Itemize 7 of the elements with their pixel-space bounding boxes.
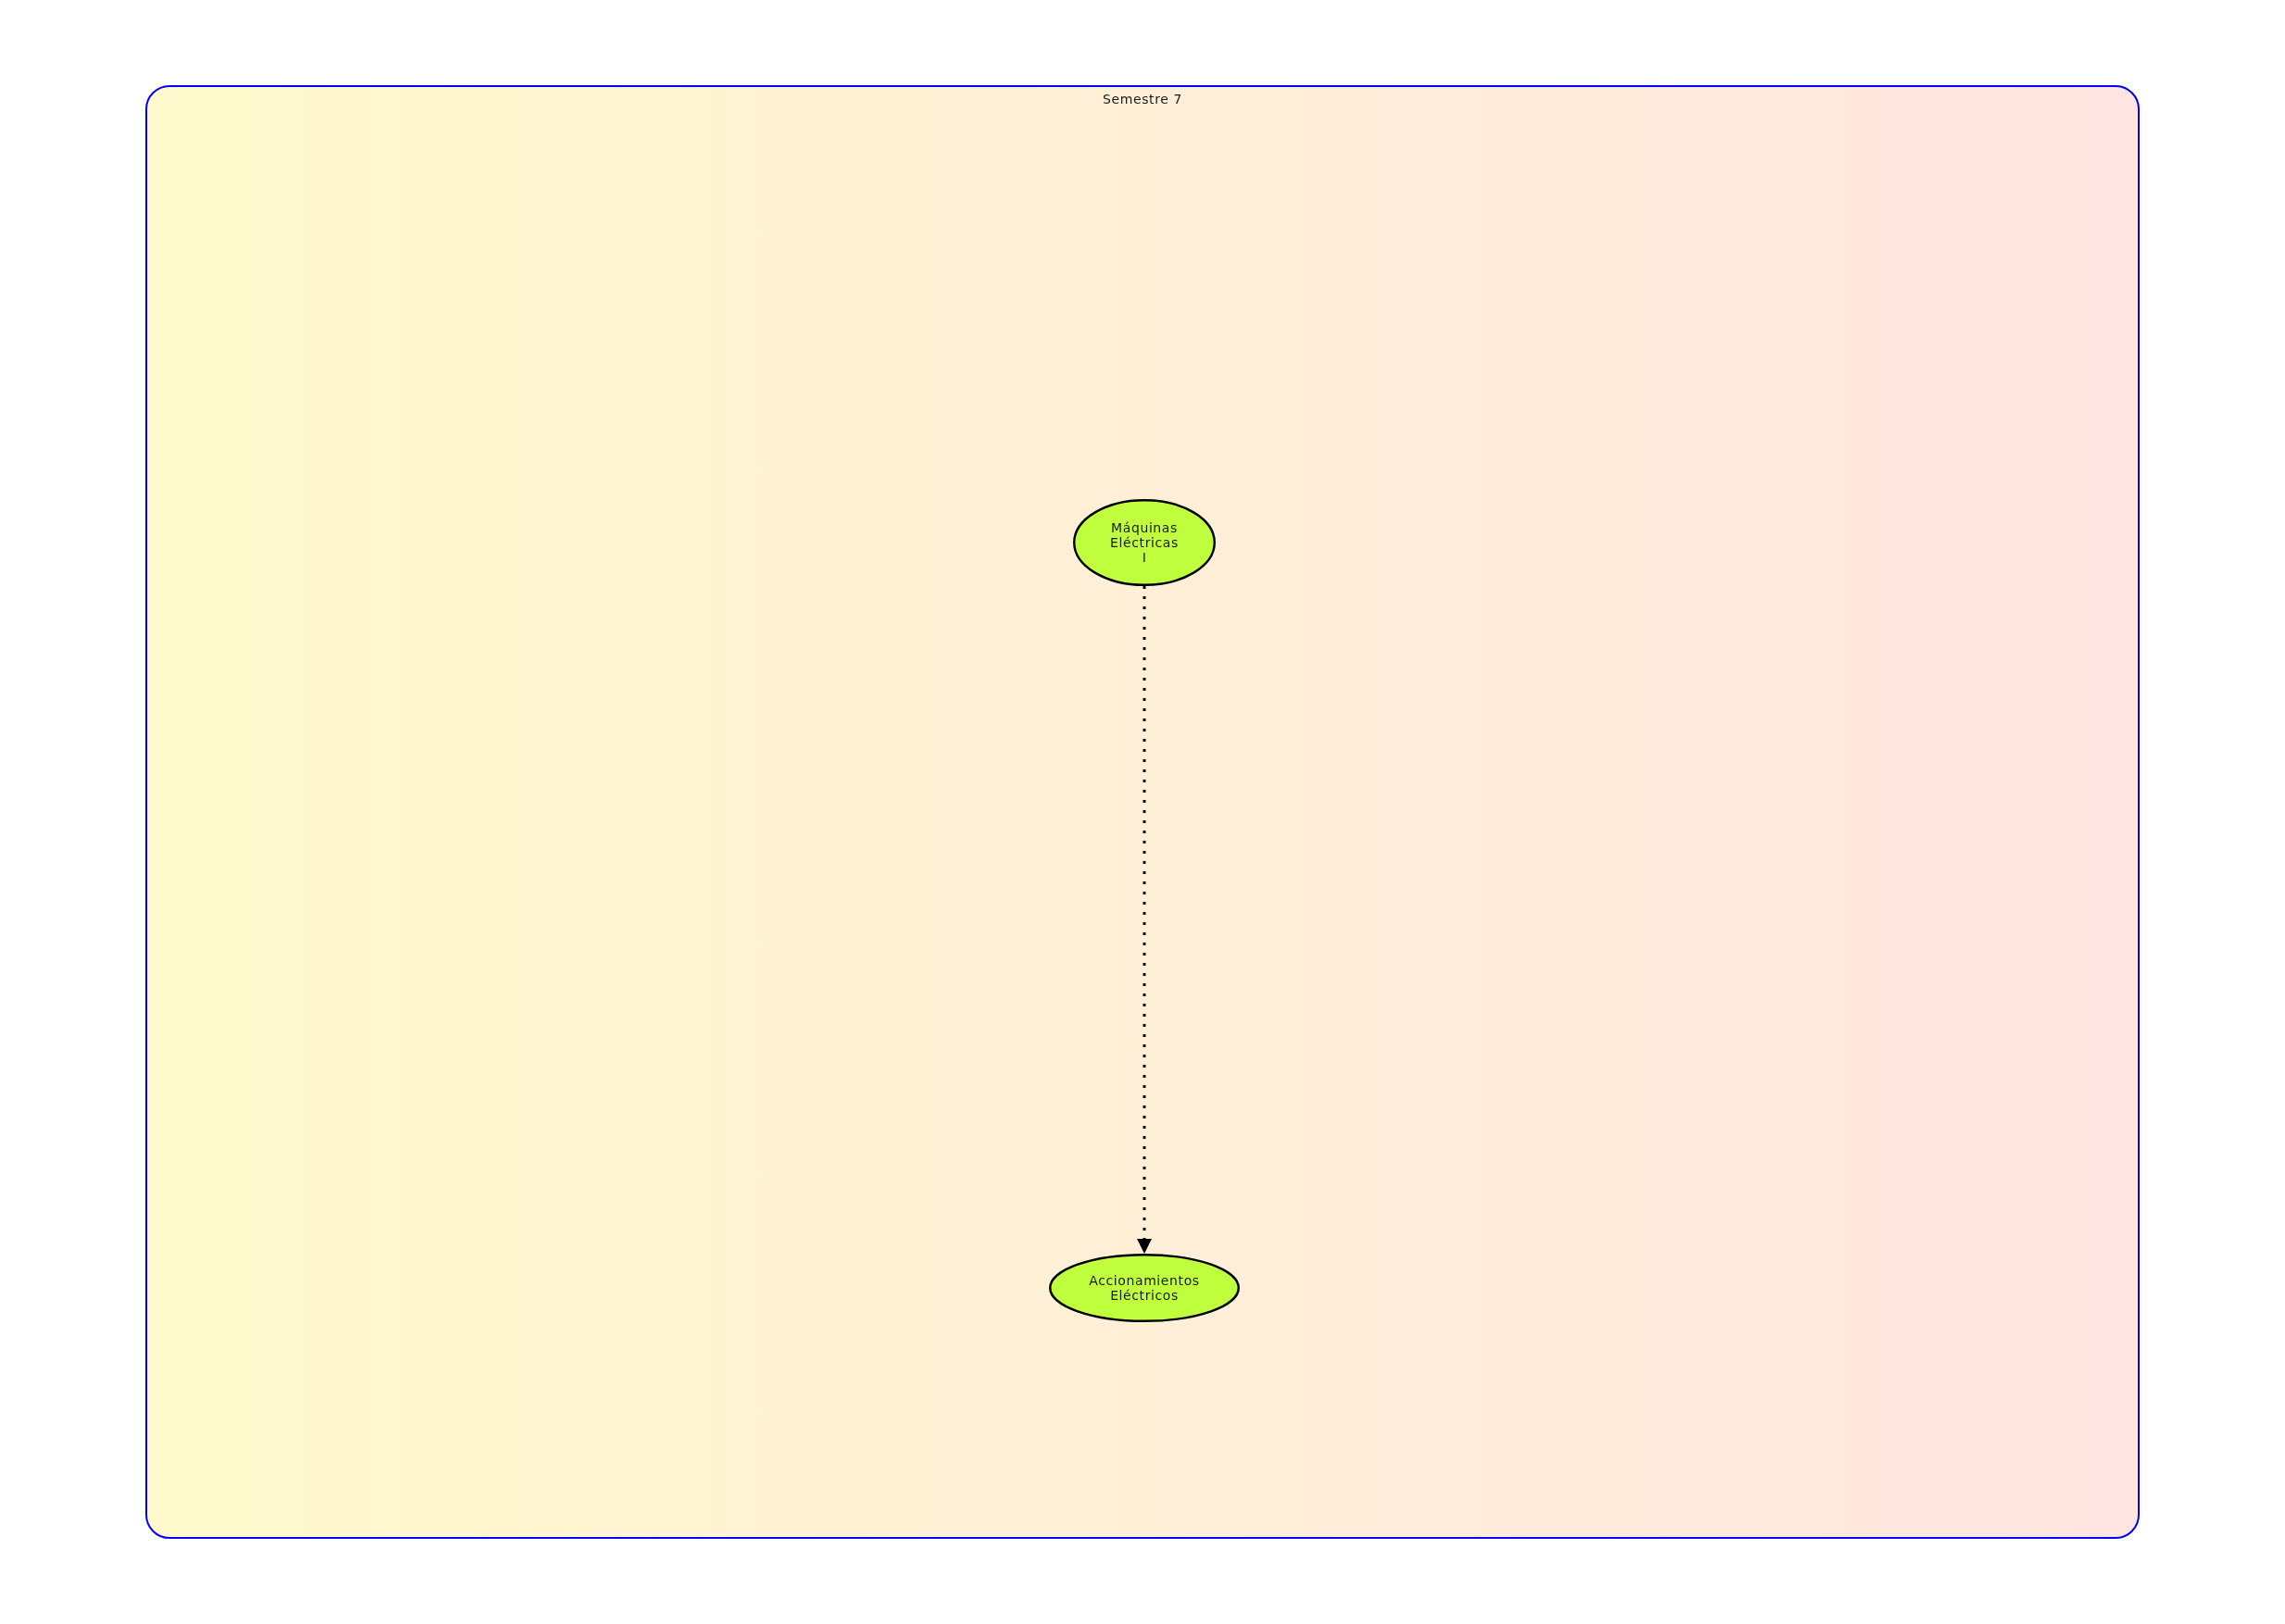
cluster-title: Semestre 7	[1103, 92, 1182, 106]
cluster-panel	[145, 85, 2140, 1539]
course-name: Accionamientos Eléctricos	[1088, 1273, 1201, 1303]
arrow	[1137, 586, 1152, 1254]
course-ellipse	[1049, 1254, 1240, 1322]
course-ellipse	[1073, 499, 1216, 586]
course-name: Máquinas Eléctricas I	[1109, 520, 1180, 565]
